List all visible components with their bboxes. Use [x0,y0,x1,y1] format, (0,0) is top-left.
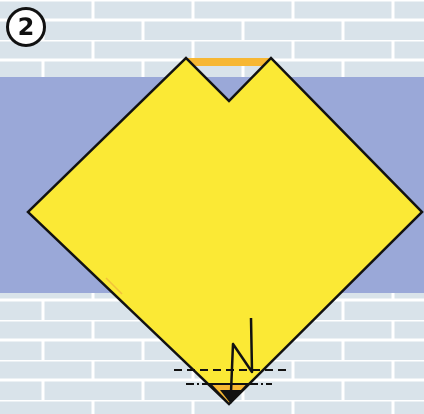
step-number: 2 [18,13,35,41]
step-number-badge: 2 [6,7,46,47]
top-orange-flap [186,58,271,66]
